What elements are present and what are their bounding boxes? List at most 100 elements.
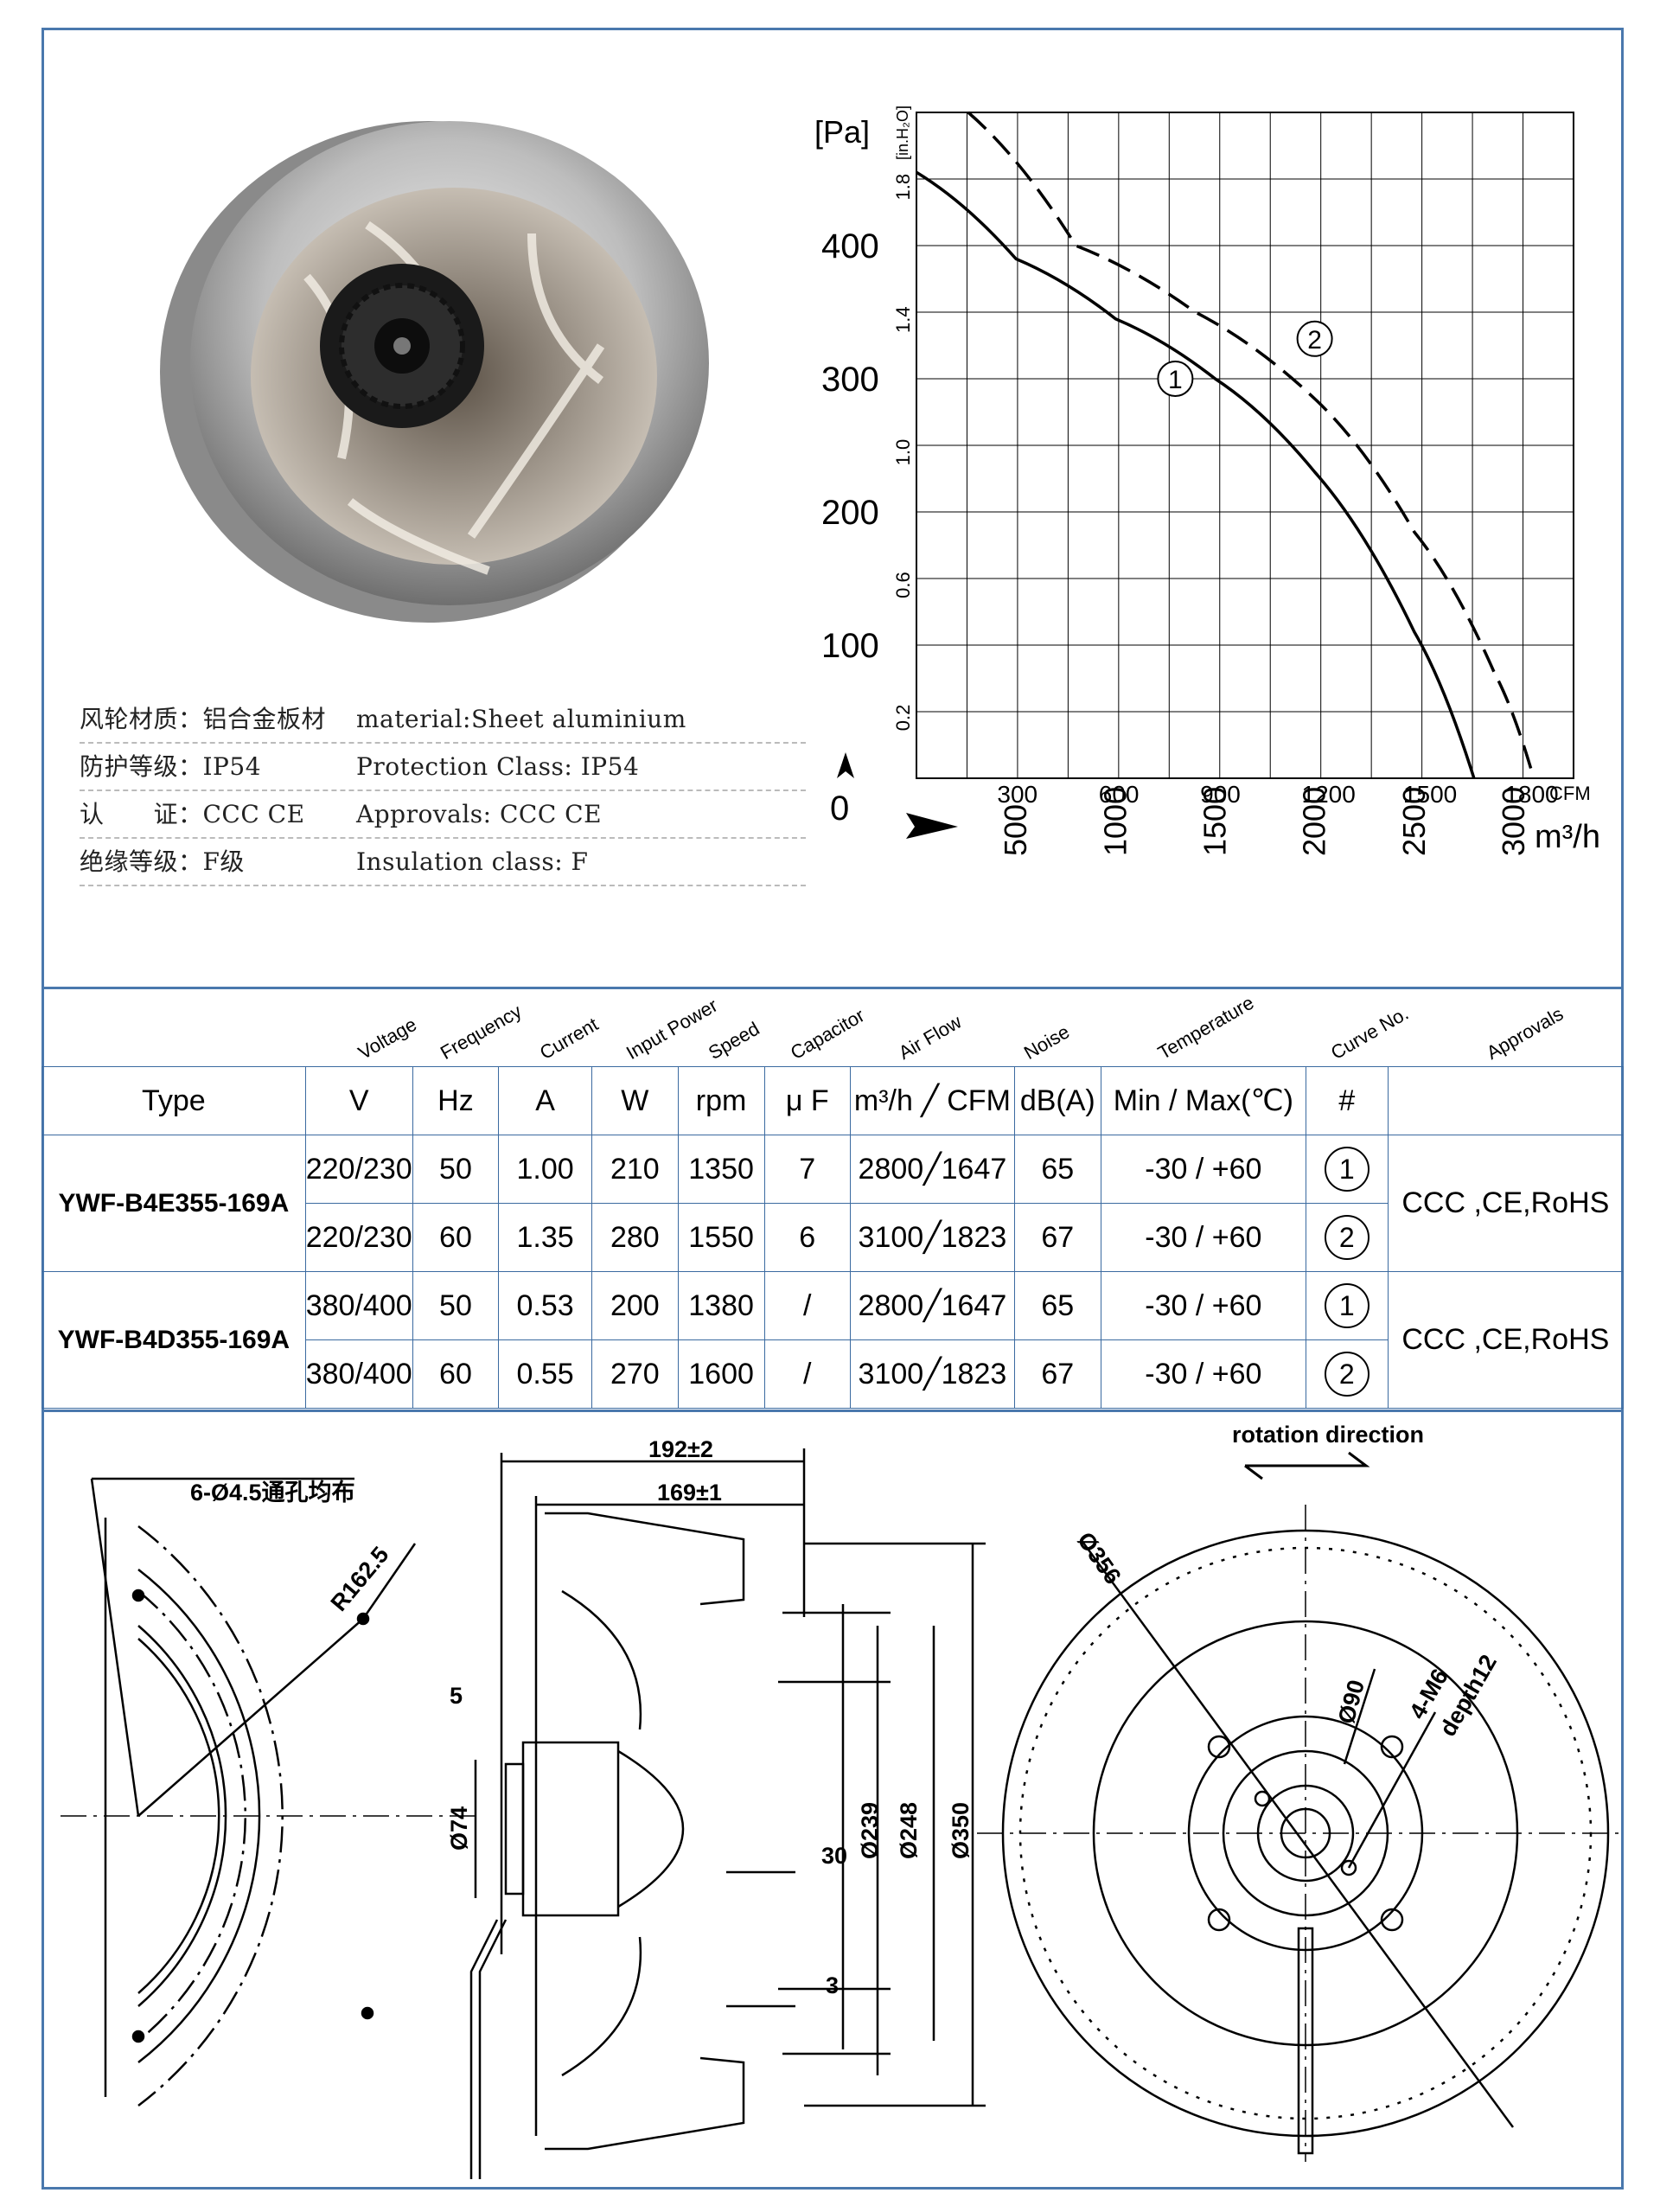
unit-cell: W [591, 1066, 679, 1135]
model-type: YWF-B4E355-169A [42, 1135, 306, 1272]
cell-temp: -30 / +60 [1100, 1135, 1306, 1204]
header-label: Speed [705, 1017, 763, 1064]
cell-a: 1.35 [498, 1203, 592, 1272]
front-view [977, 1451, 1622, 2162]
y-tick-label: 300 [821, 361, 879, 399]
unit-cell: m³/h ╱ CFM [849, 1066, 1015, 1135]
cell-v: 380/400 [304, 1271, 413, 1340]
unit-cell: μ F [763, 1066, 851, 1135]
cell-hz: 60 [412, 1203, 500, 1272]
dim-5: 5 [450, 1683, 463, 1709]
y-tick-label: 100 [821, 627, 879, 665]
chart-grid [916, 112, 1574, 779]
cell-uf: 7 [763, 1135, 851, 1204]
series-label-circle [1296, 320, 1333, 357]
dim-356: Ø356 [1072, 1527, 1126, 1589]
cell-v: 380/400 [304, 1339, 413, 1409]
cell-flow: 3100╱1823 [849, 1203, 1015, 1272]
cell-db: 65 [1013, 1135, 1101, 1204]
dim-depth: depth12 [1434, 1650, 1502, 1741]
cell-temp: -30 / +60 [1100, 1339, 1306, 1409]
unit-cell: rpm [677, 1066, 765, 1135]
section-divider [42, 1410, 1624, 1412]
approvals: CCC ,CE,RoHS [1387, 1271, 1625, 1409]
x-tick-m3h: 2500 [1396, 787, 1432, 856]
unit-cell [1387, 1066, 1625, 1135]
header-label: Frequency [437, 1000, 526, 1064]
cell-temp: -30 / +60 [1100, 1203, 1306, 1272]
cell-a: 0.53 [498, 1271, 592, 1340]
x-unit-cfm: CFM [1549, 783, 1591, 804]
dim-248: Ø248 [896, 1802, 922, 1859]
cell-v: 220/230 [304, 1135, 413, 1204]
cell-db: 67 [1013, 1339, 1101, 1409]
unit-cell: Hz [412, 1066, 500, 1135]
y2-tick-label: 1.4 [892, 306, 914, 333]
y-axis-label: [Pa] [814, 114, 870, 150]
dim-90: Ø90 [1333, 1677, 1370, 1726]
cell-hz: 50 [412, 1135, 500, 1204]
unit-cell: dB(A) [1013, 1066, 1101, 1135]
unit-cell: # [1305, 1066, 1389, 1135]
header-label: Capacitor [787, 1004, 869, 1064]
cell-w: 200 [591, 1271, 679, 1340]
cell-curve: 2 [1305, 1339, 1389, 1409]
y2-tick-label: 0.2 [892, 705, 914, 732]
x-tick-cfm: 600 [1099, 781, 1140, 808]
cell-curve: 1 [1305, 1271, 1389, 1340]
cell-a: 1.00 [498, 1135, 592, 1204]
fan-photo [160, 121, 709, 623]
x-tick-m3h: 500 [998, 804, 1033, 856]
cell-db: 67 [1013, 1203, 1101, 1272]
header-label: Voltage [354, 1013, 421, 1064]
cell-w: 280 [591, 1203, 679, 1272]
cell-flow: 2800╱1647 [849, 1135, 1015, 1204]
curve-number: 1 [1324, 1283, 1370, 1328]
dim-192: 192±2 [648, 1436, 713, 1462]
cell-rpm: 1380 [677, 1271, 765, 1340]
x-tick-cfm: 300 [997, 781, 1038, 808]
cell-hz: 60 [412, 1339, 500, 1409]
x-tick-cfm: 1800 [1504, 781, 1558, 808]
dim-350: Ø350 [948, 1802, 974, 1859]
cell-temp: -30 / +60 [1100, 1271, 1306, 1340]
y2-tick-label: 1.0 [892, 439, 914, 466]
series-line-2 [967, 111, 1536, 779]
dim-74: Ø74 [446, 1806, 472, 1851]
curve-number: 1 [1324, 1147, 1370, 1192]
header-label: Input Power [622, 994, 722, 1064]
right-arrow-icon [906, 813, 958, 839]
model-type: YWF-B4D355-169A [42, 1271, 306, 1409]
up-arrow-icon [837, 752, 854, 778]
dim-holes: 6-Ø4.5通孔均布 [190, 1480, 355, 1506]
cell-flow: 3100╱1823 [849, 1339, 1015, 1409]
x-tick-cfm: 1500 [1403, 781, 1457, 808]
unit-cell: Type [42, 1066, 306, 1135]
series-line-1 [916, 170, 1476, 779]
technical-drawings: 6-Ø4.5通孔均布 R162.5 192±2 169±1 5 Ø74 Ø239… [61, 1422, 1622, 2179]
x-unit-m3h: m³/h [1535, 819, 1600, 855]
cell-uf: / [763, 1339, 851, 1409]
header-label: Temperature [1154, 991, 1258, 1064]
cell-db: 65 [1013, 1271, 1101, 1340]
y-tick-zero: 0 [830, 790, 849, 828]
series-label: 2 [1307, 326, 1322, 355]
x-tick-m3h: 1500 [1197, 787, 1232, 856]
mounting-view [61, 1477, 476, 2107]
approvals: CCC ,CE,RoHS [1387, 1135, 1625, 1272]
cell-rpm: 1550 [677, 1203, 765, 1272]
rotation-direction-label: rotation direction [1232, 1422, 1424, 1448]
x-tick-m3h: 1000 [1097, 787, 1133, 856]
unit-cell: A [498, 1066, 592, 1135]
cell-rpm: 1600 [677, 1339, 765, 1409]
